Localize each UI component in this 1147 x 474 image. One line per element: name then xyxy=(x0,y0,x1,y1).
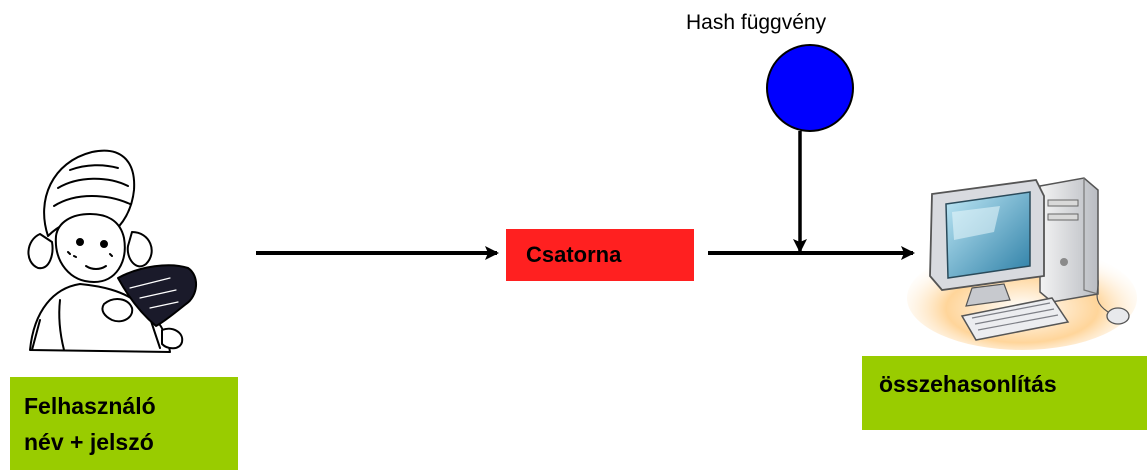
desktop-computer-icon xyxy=(907,177,1137,350)
channel-label: Csatorna xyxy=(526,242,622,267)
user-label-box: Felhasználó név + jelszó xyxy=(10,377,238,470)
cartoon-person-icon xyxy=(27,149,197,353)
user-label-line1: Felhasználó xyxy=(24,393,156,419)
hash-function-label: Hash függvény xyxy=(686,11,827,34)
compare-label: összehasonlítás xyxy=(879,371,1057,397)
channel-box: Csatorna xyxy=(506,229,694,281)
compare-label-box: összehasonlítás xyxy=(862,356,1147,430)
user-label-line2: név + jelszó xyxy=(24,429,154,455)
hash-function-circle xyxy=(766,44,854,132)
